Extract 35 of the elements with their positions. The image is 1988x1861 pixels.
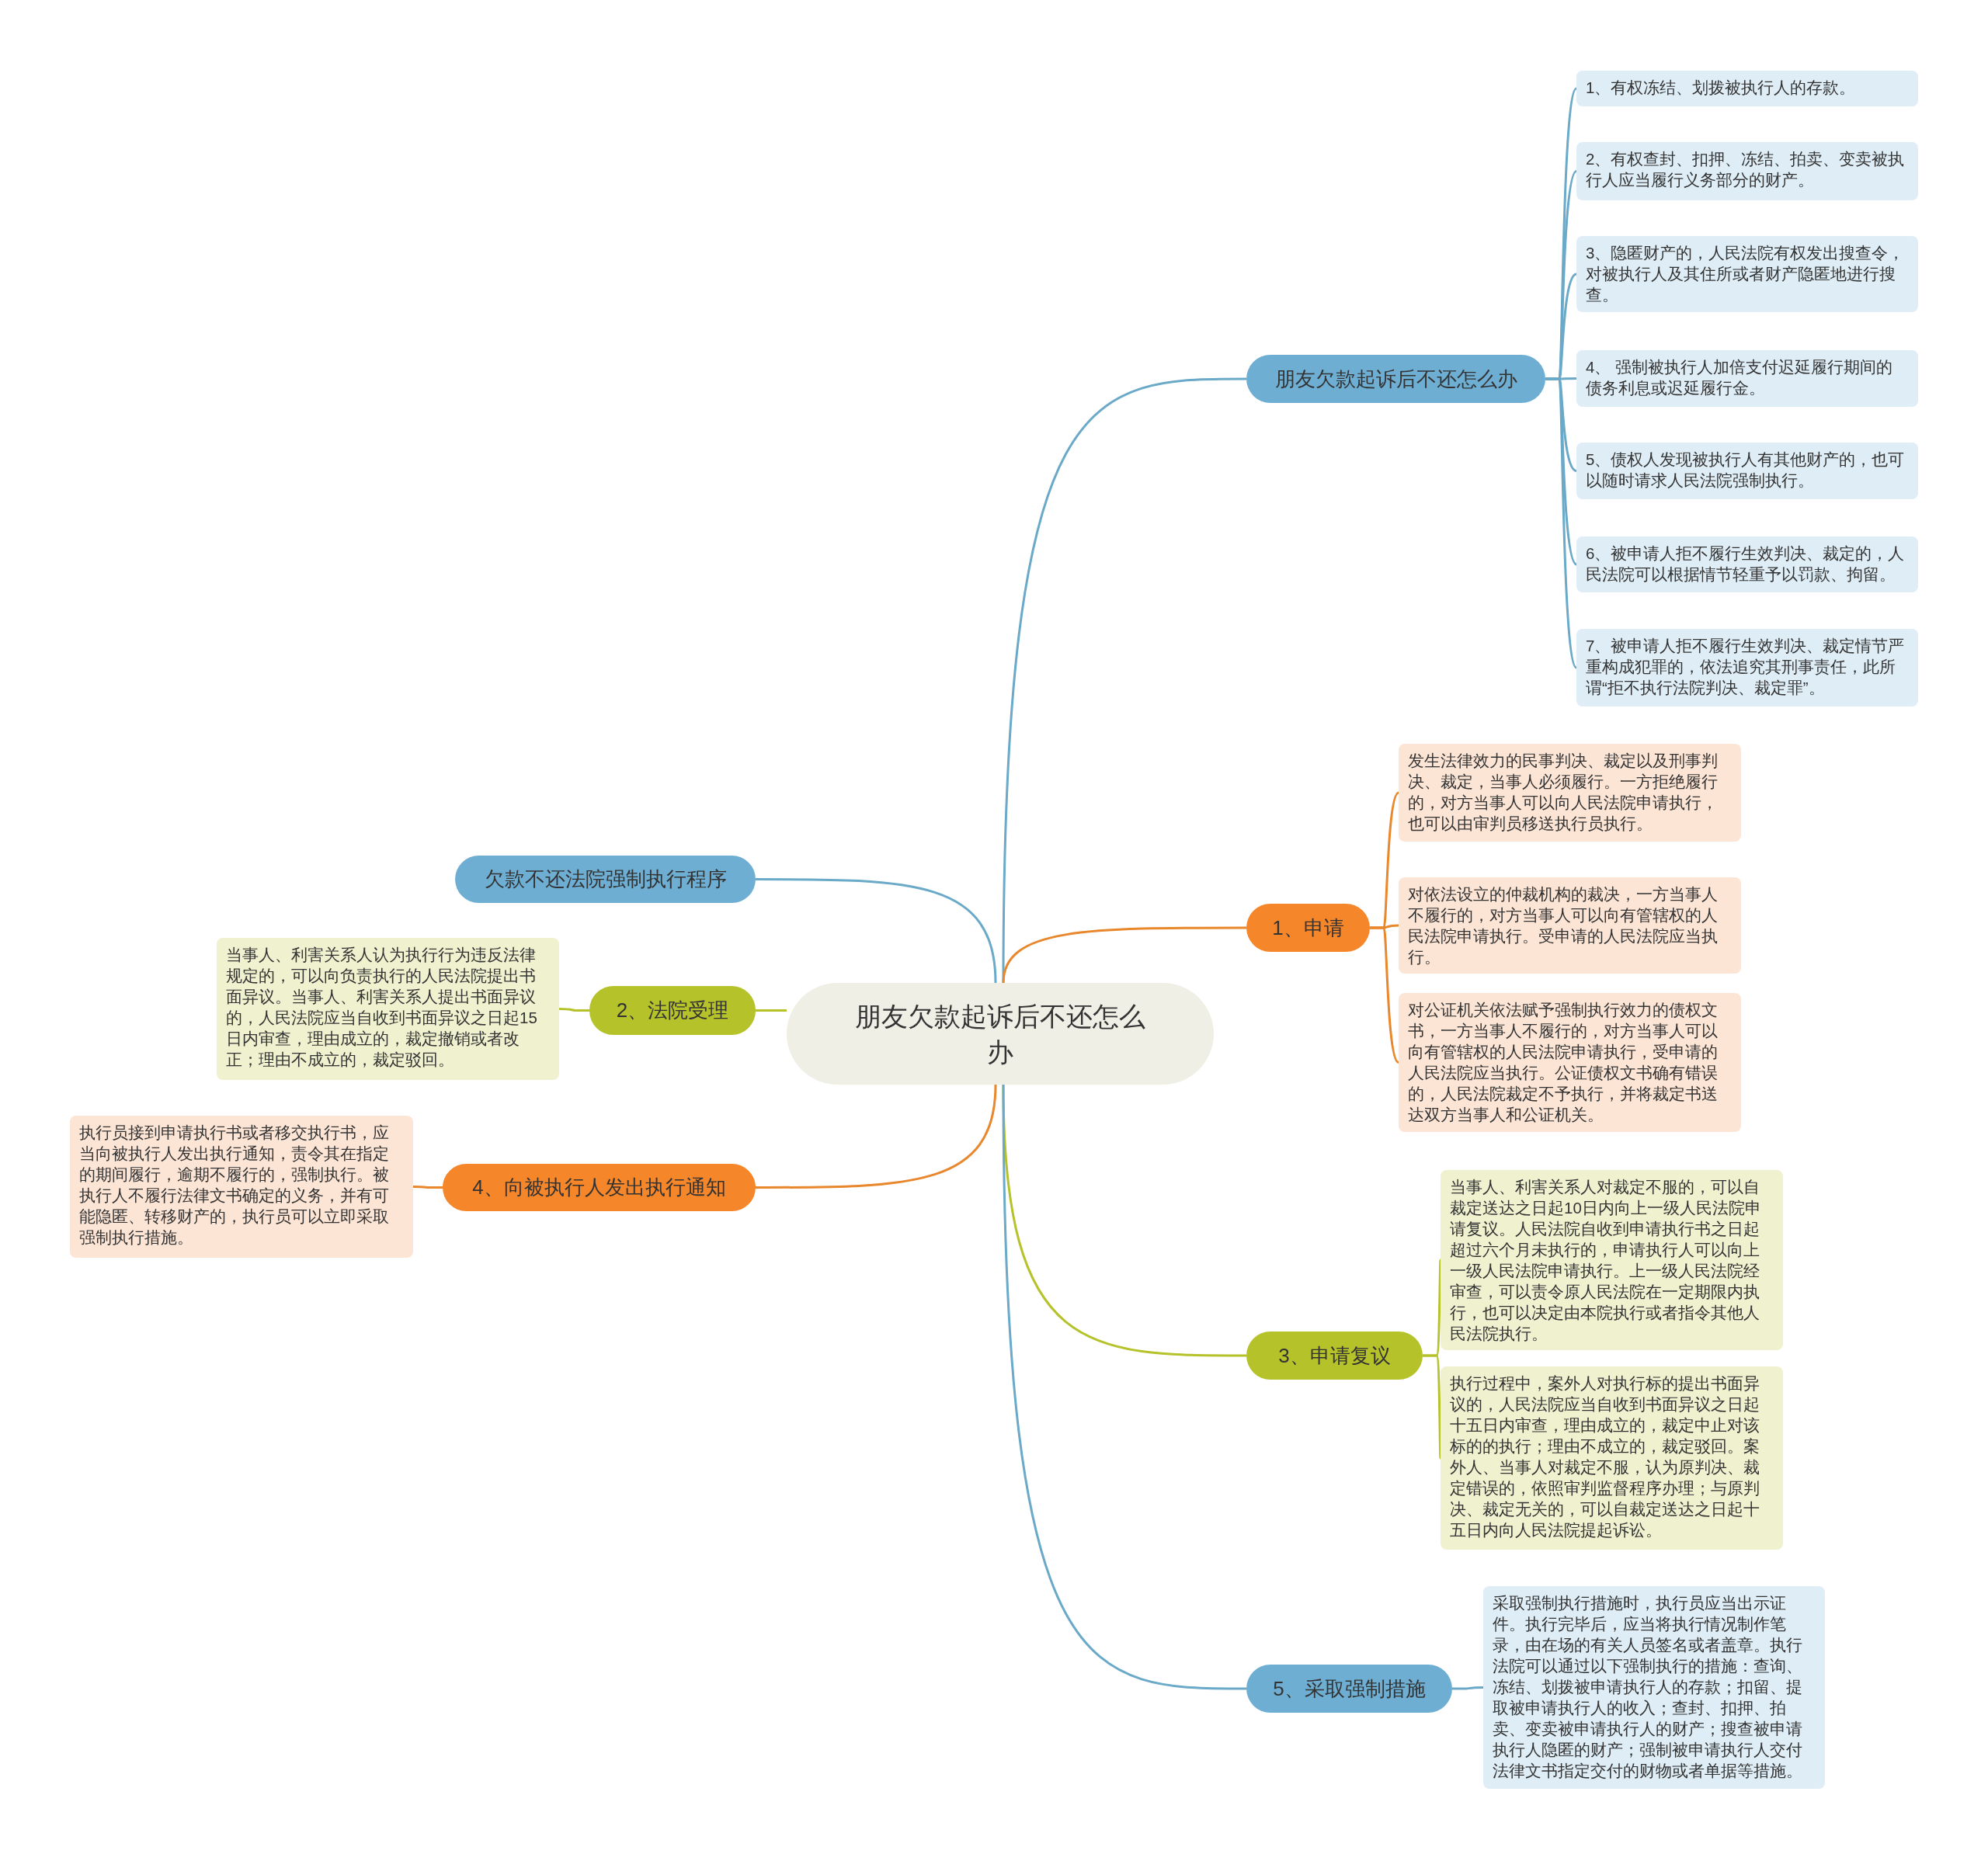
note-card: 执行过程中，案外人对执行标的提出书面异议的，人民法院应当自收到书面异议之日起十五日内审查，理由成立的，裁定中止对该标的的执行；理由不成立的，裁定驳回。案外人、当事人对裁定不服，认为原判决、裁定错误的，依照审判监督程序办理；与原判决、裁定无关的，可以自裁定送达之日起十五日内向人民法院提起诉讼。 <box>1441 1366 1783 1550</box>
note-card: 6、被申请人拒不履行生效判决、裁定的，人民法院可以根据情节轻重予以罚款、拘留。 <box>1576 536 1918 592</box>
branch-pill: 4、向被执行人发出执行通知 <box>443 1164 756 1211</box>
branch-pill: 3、申请复议 <box>1246 1332 1423 1380</box>
note-card: 4、 强制被执行人加倍支付迟延履行期间的债务利息或迟延履行金。 <box>1576 350 1918 407</box>
note-card: 对公证机关依法赋予强制执行效力的债权文书，一方当事人不履行的，对方当事人可以向有管辖权的人民法院申请执行，受申请的人民法院应当执行。公证债权文书确有错误的，人民法院裁定不予执行，并将裁定书送达双方当事人和公证机关。 <box>1399 993 1741 1132</box>
connector-line <box>413 1186 443 1189</box>
note-card: 5、债权人发现被执行人有其他财产的，也可以随时请求人民法院强制执行。 <box>1576 443 1918 499</box>
connector-line <box>1002 926 1246 984</box>
connector-line <box>756 878 997 984</box>
note-card: 当事人、利害关系人认为执行行为违反法律规定的，可以向负责执行的人民法院提出书面异议。当事人、利害关系人提出书面异议的，人民法院应当自收到书面异议之日起15日内审查，理由成立的，裁定撤销或者改正；理由不成立的，裁定驳回。 <box>217 938 559 1080</box>
note-card: 执行员接到申请执行书或者移交执行书，应当向被执行人发出执行通知，责令其在指定的期间履行，逾期不履行的，强制执行。被执行人不履行法律文书确定的义务，并有可能隐匿、转移财产的，执行员可以立即采取强制执行措施。 <box>70 1116 413 1258</box>
note-card: 3、隐匿财产的，人民法院有权发出搜查令，对被执行人及其住所或者财产隐匿地进行搜查。 <box>1576 236 1918 312</box>
connector-line <box>756 1009 787 1012</box>
branch-pill: 欠款不还法院强制执行程序 <box>455 856 756 903</box>
connector-line <box>1370 926 1400 1064</box>
branch-pill: 1、申请 <box>1246 904 1370 952</box>
note-card: 对依法设立的仲裁机构的裁决，一方当事人不履行的，对方当事人可以向有管辖权的人民法院申请执行。受申请的人民法院应当执行。 <box>1399 877 1741 974</box>
note-card: 1、有权冻结、划拨被执行人的存款。 <box>1576 71 1918 106</box>
connector-line <box>1423 1354 1442 1459</box>
connector-line <box>1002 377 1246 983</box>
central-topic-bubble: 朋友欠款起诉后不还怎么办 <box>787 983 1214 1085</box>
connector-line <box>1452 1686 1483 1690</box>
connector-line <box>1002 1085 1246 1690</box>
connector-line <box>1545 377 1578 668</box>
connector-line <box>559 1008 589 1012</box>
note-card: 发生法律效力的民事判决、裁定以及刑事判决、裁定，当事人必须履行。一方拒绝履行的，对方当事人可以向人民法院申请执行，也可以由审判员移送执行员执行。 <box>1399 744 1741 842</box>
branch-pill: 5、采取强制措施 <box>1246 1665 1452 1713</box>
note-card: 采取强制执行措施时，执行员应当出示证件。执行完毕后，应当将执行情况制作笔录，由在场的有关人员签名或者盖章。执行法院可以通过以下强制执行的措施：查询、冻结、划拨被申请执行人的存款；扣留、提取被申请执行人的收入；查封、扣押、拍卖、变卖被申请执行人的财产；搜查被申请执行人隐匿的财产；强制被申请执行人交付法律文书指定交付的财物或者单据等措施。 <box>1483 1586 1825 1789</box>
note-card: 2、有权查封、扣押、冻结、拍卖、变卖被执行人应当履行义务部分的财产。 <box>1576 142 1918 200</box>
branch-pill: 朋友欠款起诉后不还怎么办 <box>1246 355 1545 403</box>
connector-line <box>756 1084 997 1189</box>
note-card: 7、被申请人拒不履行生效判决、裁定情节严重构成犯罪的，依法追究其刑事责任，此所谓“拒不执行法院判决、裁定罪”。 <box>1576 629 1918 707</box>
note-card: 当事人、利害关系人对裁定不服的，可以自裁定送达之日起10日内向上一级人民法院申请复议。人民法院自收到申请执行书之日起超过六个月未执行的，申请执行人可以向上一级人民法院申请执行。上一级人民法院经审查，可以责令原人民法院在一定期限内执行，也可以决定由本院执行或者指令其他人民法院执行。 <box>1441 1170 1783 1350</box>
branch-pill: 2、法院受理 <box>589 986 756 1035</box>
